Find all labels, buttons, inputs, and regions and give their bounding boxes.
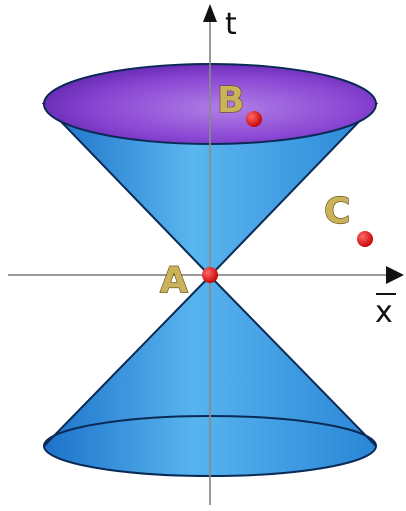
x-axis-arrow-icon <box>386 266 404 284</box>
t-axis-label: t <box>225 7 237 42</box>
point-b <box>246 111 262 127</box>
point-c <box>357 231 373 247</box>
point-a-label: A <box>160 260 188 301</box>
point-b-label: B <box>217 80 244 121</box>
point-c-label: C <box>324 191 350 232</box>
t-axis-arrow-icon <box>203 4 217 22</box>
x-axis-label: x <box>375 295 393 330</box>
point-a <box>202 267 218 283</box>
